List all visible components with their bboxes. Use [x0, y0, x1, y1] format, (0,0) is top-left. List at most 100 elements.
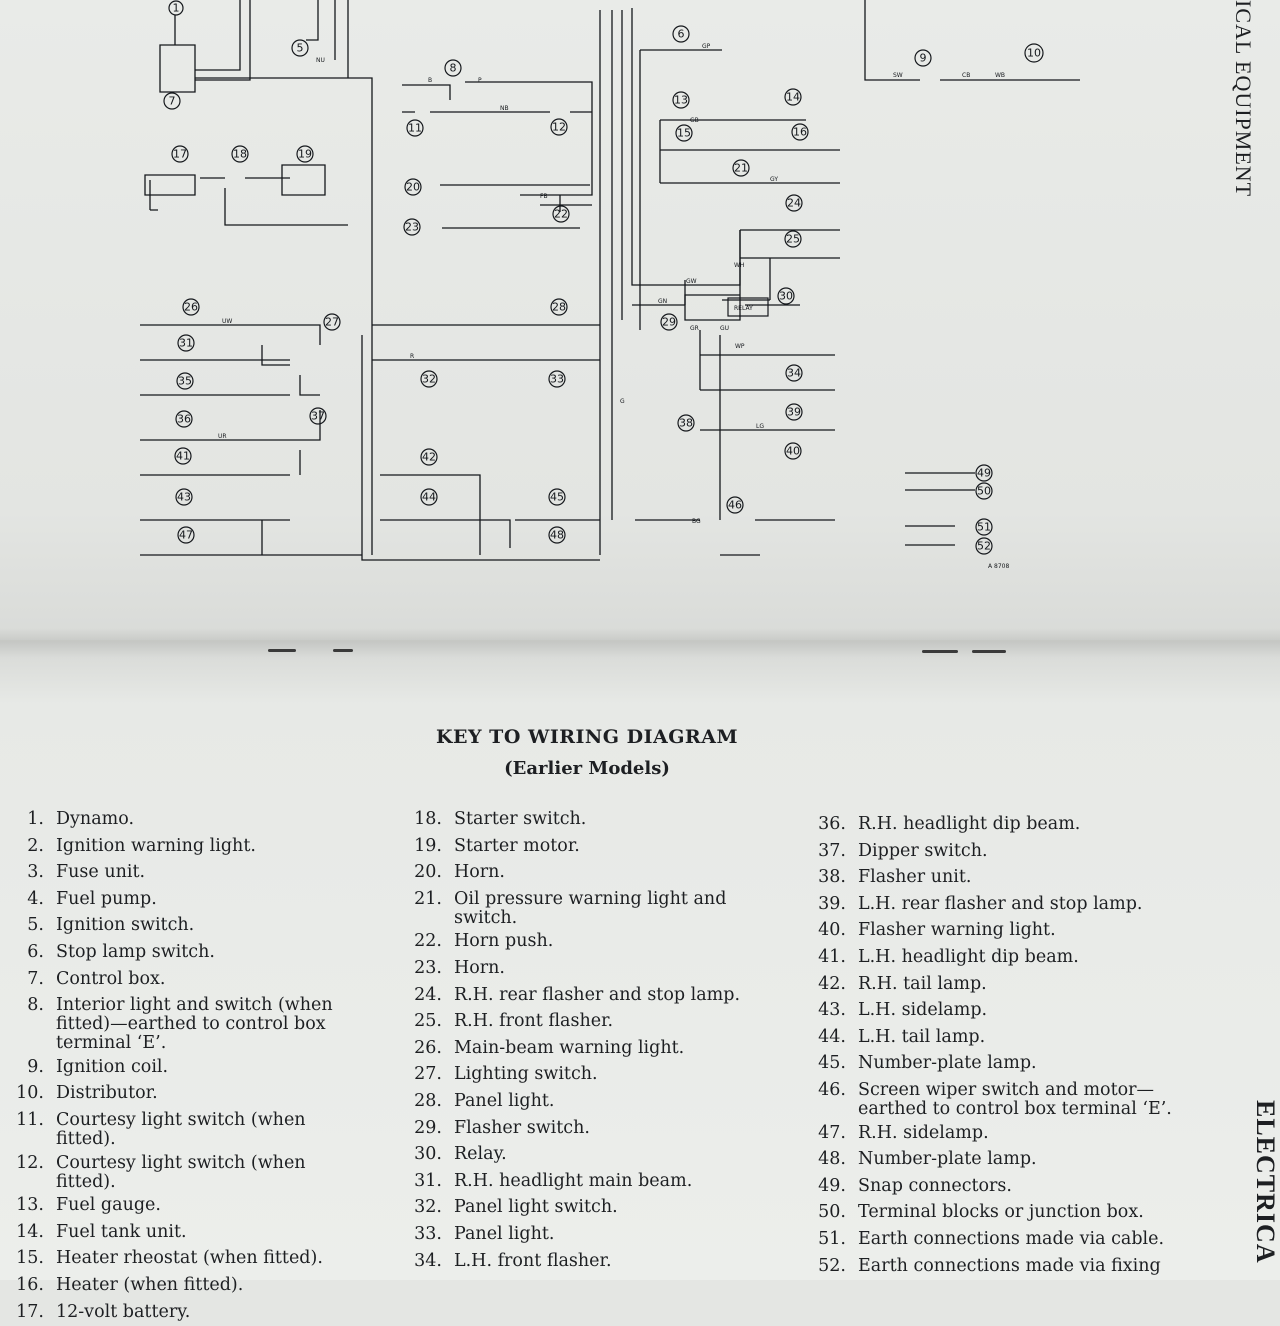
- node-28-label: 28: [552, 301, 566, 314]
- key-page: [0, 640, 1280, 1280]
- key-item-number: 20.: [414, 862, 442, 883]
- wire-code-gw: GW: [686, 278, 697, 285]
- key-item-text: L.H. tail lamp.: [858, 1026, 986, 1047]
- node-52-label: 52: [977, 540, 991, 553]
- node-1: [168, 0, 184, 16]
- key-item-text: Main-beam warning light.: [454, 1037, 685, 1058]
- key-item-text: Horn.: [454, 862, 505, 883]
- key-item-number: 38.: [818, 867, 846, 888]
- key-item: 32.Panel light switch.: [396, 1195, 762, 1220]
- key-item-text: Fuse unit.: [56, 862, 146, 883]
- node-5: [291, 39, 309, 57]
- key-item-text: Courtesy light switch (when fitted).: [56, 1152, 306, 1192]
- node-29-label: 29: [662, 316, 676, 329]
- node-10: [1024, 43, 1044, 63]
- node-35-label: 35: [178, 375, 192, 388]
- node-27-label: 27: [325, 316, 339, 329]
- key-item-text: Courtesy light switch (when fitted).: [56, 1109, 306, 1149]
- key-item: 45.Number-plate lamp.: [800, 1051, 1190, 1076]
- key-item-number: 12.: [16, 1152, 44, 1173]
- staple-left-2: [333, 649, 353, 652]
- wire-code-sw: SW: [893, 72, 903, 79]
- key-item: 13.Fuel gauge.: [4, 1193, 354, 1218]
- node-45: [548, 488, 566, 506]
- node-52: [975, 537, 993, 555]
- key-item-number: 2.: [27, 835, 44, 856]
- key-item-text: L.H. front flasher.: [454, 1250, 612, 1271]
- node-24-label: 24: [787, 197, 801, 210]
- key-item: 1.Dynamo.: [4, 807, 354, 832]
- key-item-number: 4.: [27, 888, 44, 909]
- wire-code-gb: GB: [690, 117, 699, 124]
- key-item-number: 50.: [818, 1202, 846, 1223]
- key-item: 36.R.H. headlight dip beam.: [800, 812, 1190, 837]
- node-48-label: 48: [550, 529, 564, 542]
- node-21: [732, 159, 750, 177]
- key-item-number: 19.: [414, 835, 442, 856]
- wire-code-wb: WB: [995, 72, 1005, 79]
- key-item-text: Relay.: [454, 1144, 507, 1165]
- key-item: 7.Control box.: [4, 967, 354, 992]
- key-item-text: R.H. front flasher.: [454, 1011, 614, 1032]
- key-title: KEY TO WIRING DIAGRAM: [436, 726, 738, 748]
- node-24: [785, 194, 803, 212]
- node-45-label: 45: [550, 491, 564, 504]
- key-item-number: 8.: [27, 995, 44, 1016]
- key-item: 39.L.H. rear flasher and stop lamp.: [800, 892, 1190, 917]
- node-29: [660, 313, 678, 331]
- key-item-number: 31.: [414, 1170, 442, 1191]
- key-item-number: 37.: [818, 840, 846, 861]
- key-item-number: 30.: [414, 1144, 442, 1165]
- node-50-label: 50: [977, 485, 991, 498]
- node-44-label: 44: [422, 491, 436, 504]
- node-46-label: 46: [728, 499, 742, 512]
- node-22: [552, 205, 570, 223]
- key-item-text: Starter motor.: [454, 835, 580, 856]
- key-item-text: R.H. rear flasher and stop lamp.: [454, 984, 741, 1005]
- key-item: 17. 12-volt battery.: [4, 1300, 354, 1325]
- key-item: 3.Fuse unit.: [4, 860, 354, 885]
- node-49: [975, 464, 993, 482]
- node-44: [420, 488, 438, 506]
- node-11-label: 11: [408, 122, 422, 135]
- key-item-text: Dynamo.: [56, 809, 135, 829]
- key-item-text: L.H. sidelamp.: [858, 1000, 988, 1021]
- key-item-number: 29.: [414, 1117, 442, 1138]
- key-item: 23.Horn.: [396, 956, 762, 981]
- key-item-text: R.H. sidelamp.: [858, 1122, 989, 1143]
- key-item-text: Flasher switch.: [454, 1117, 590, 1138]
- key-item-number: 17.: [16, 1301, 44, 1322]
- key-item-text: Ignition switch.: [56, 915, 195, 936]
- relay-label: RELAY: [734, 305, 753, 312]
- key-item-text: Stop lamp switch.: [56, 941, 215, 962]
- key-item-text: Ignition coil.: [56, 1056, 169, 1077]
- key-item: 14.Fuel tank unit.: [4, 1220, 354, 1245]
- key-item-text: Heater rheostat (when fitted).: [56, 1248, 323, 1269]
- node-36: [175, 410, 193, 428]
- key-item-number: 25.: [414, 1011, 442, 1032]
- node-28: [550, 298, 568, 316]
- key-item-text: Heater (when fitted).: [56, 1274, 244, 1295]
- key-item: 6.Stop lamp switch.: [4, 940, 354, 965]
- key-item-number: 51.: [818, 1228, 846, 1249]
- key-item-number: 49.: [818, 1175, 846, 1196]
- node-9-label: 9: [920, 52, 927, 65]
- key-item-number: 47.: [818, 1122, 846, 1143]
- key-item: 5.Ignition switch.: [4, 913, 354, 938]
- key-item-text: 12-volt battery.: [56, 1301, 191, 1322]
- node-25: [784, 230, 802, 248]
- page-fold: [0, 628, 1280, 658]
- node-12-label: 12: [552, 121, 566, 134]
- node-41-label: 41: [176, 450, 190, 463]
- key-item-text: Dipper switch.: [858, 840, 988, 861]
- relay-box: RELAY: [727, 297, 769, 317]
- wire-code-gu: GU: [720, 325, 729, 332]
- key-item-number: 44.: [818, 1026, 846, 1047]
- key-item: 42.R.H. tail lamp.: [800, 972, 1190, 997]
- key-item-text: Control box.: [56, 968, 166, 989]
- node-23-label: 23: [405, 221, 419, 234]
- key-item-number: 40.: [818, 920, 846, 941]
- key-item: 4.Fuel pump.: [4, 887, 354, 912]
- staple-left-1: [268, 649, 296, 652]
- key-item-number: 32.: [414, 1197, 442, 1218]
